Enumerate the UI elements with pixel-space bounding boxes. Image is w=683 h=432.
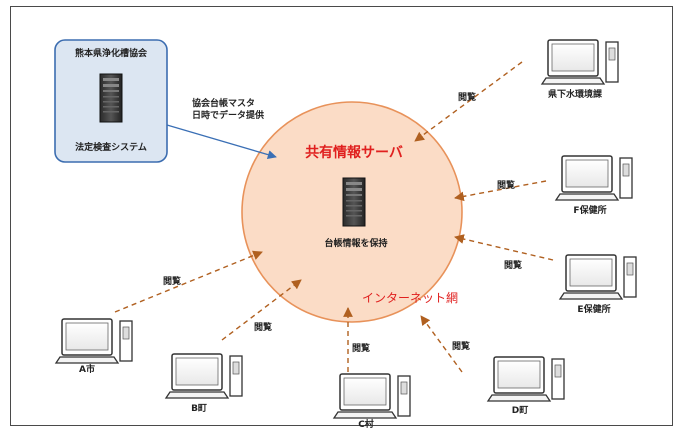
- view-label-a: 閲覧: [163, 275, 181, 287]
- data-note-line2: 日時でデータ提供: [192, 109, 264, 121]
- client-label-b: B町: [191, 403, 207, 414]
- view-label-c: 閲覧: [352, 342, 370, 354]
- client-label-c: C村: [358, 418, 374, 430]
- data-note-line1: 協会台帳マスタ: [192, 97, 255, 109]
- computer-icon-c: [333, 373, 411, 419]
- data-feed-arrow: [166, 124, 277, 160]
- view-label-ken: 閲覧: [458, 91, 476, 103]
- inspection-system-label: 法定検査システム: [75, 141, 147, 153]
- internet-network-label: インターネット網: [362, 291, 458, 305]
- view-label-b: 閲覧: [254, 321, 272, 333]
- server-title: 共有情報サーバ: [305, 144, 403, 161]
- association-server-icon: [99, 73, 123, 123]
- client-label-a: A市: [79, 363, 95, 375]
- view-label-f: 閲覧: [497, 179, 515, 191]
- computer-icon-b: [165, 353, 243, 399]
- association-name: 熊本県浄化槽協会: [75, 47, 148, 59]
- view-arrow-ken: [414, 61, 523, 142]
- client-label-d: D町: [512, 405, 528, 416]
- view-label-e: 閲覧: [504, 259, 522, 271]
- client-label-e: E保健所: [577, 303, 610, 315]
- view-arrow-e: [454, 234, 554, 261]
- computer-icon-e: [559, 254, 637, 300]
- computer-icon-ken: [541, 39, 619, 85]
- computer-icon-d: [487, 356, 565, 402]
- view-arrow-b: [221, 279, 302, 341]
- view-arrow-a: [114, 250, 263, 313]
- client-label-f: F保健所: [573, 204, 606, 216]
- shared-server-icon: [342, 177, 366, 227]
- view-arrow-d: [420, 315, 463, 373]
- view-label-d: 閲覧: [452, 340, 470, 352]
- view-arrow-f: [454, 180, 547, 202]
- client-label-ken: 県下水環境課: [548, 88, 603, 100]
- computer-icon-f: [555, 155, 633, 201]
- server-holds-label: 台帳情報を保持: [324, 237, 387, 249]
- computer-icon-a: [55, 318, 133, 364]
